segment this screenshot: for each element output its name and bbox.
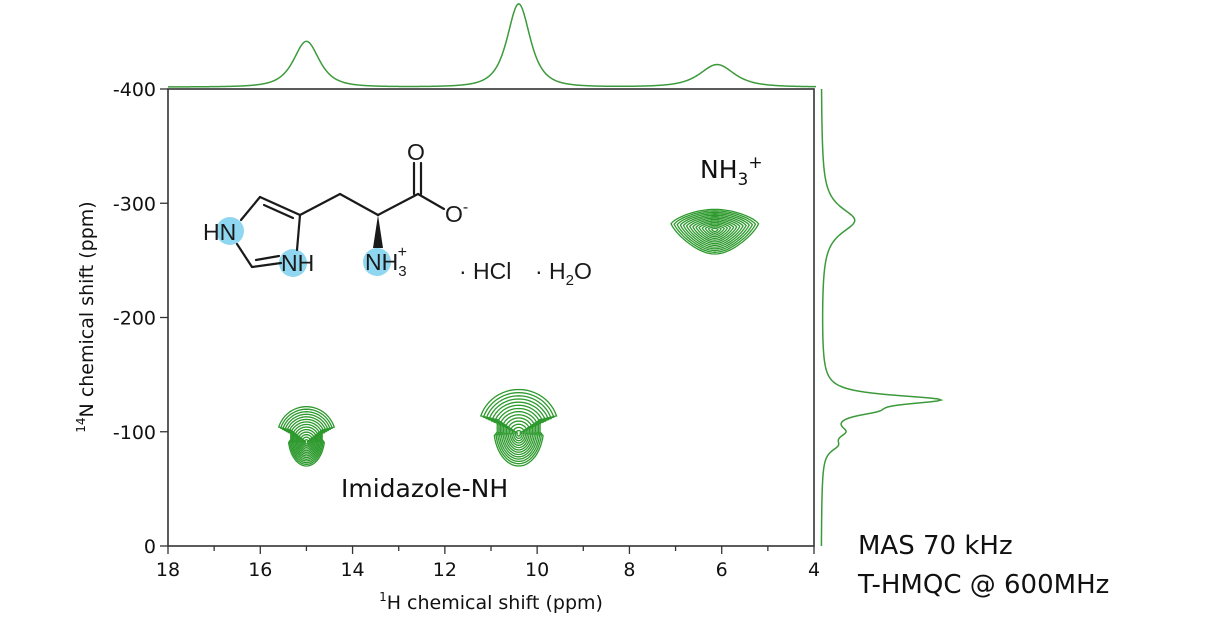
x-tick-label: 10 (525, 559, 549, 581)
bond (258, 195, 302, 217)
bond (298, 192, 342, 217)
y-tick-label: -300 (113, 193, 156, 215)
contour-level (488, 398, 550, 460)
contour-level (673, 210, 757, 253)
contour-level (710, 227, 719, 233)
contour-level (692, 218, 738, 243)
y-axis-label: 14N chemical shift (ppm) (74, 201, 98, 432)
atom-o-minus: O- (445, 199, 468, 227)
atom-nh3-plus: NH3+ (365, 244, 407, 280)
bond (254, 254, 281, 262)
contour-level (504, 417, 534, 446)
contour-level (704, 224, 726, 236)
contour-level (701, 223, 729, 238)
contour-level (485, 395, 552, 463)
contour-level (698, 221, 732, 240)
contour-level (676, 211, 754, 252)
contour-level (283, 413, 330, 462)
imidazole-annotation: Imidazole-NH (341, 474, 508, 503)
x-tick-label: 14 (340, 559, 364, 581)
nh3-annotation: NH3+ (700, 153, 763, 190)
contour-level (277, 405, 336, 467)
contour-level (303, 439, 310, 445)
contour-level (695, 220, 735, 241)
contour-level (287, 418, 326, 459)
contour-level (493, 404, 544, 456)
x-tick-label: 6 (716, 559, 728, 581)
contour-level (685, 216, 744, 247)
y-tick-label: -400 (113, 79, 156, 101)
contour-level (279, 408, 334, 465)
contour-level (509, 423, 528, 442)
histidine-structure: HN NH O O- NH3+ · HCl · H2O (203, 139, 592, 289)
atom-ring-nh: NH (281, 250, 314, 276)
atom-o: O (407, 139, 425, 165)
nitrogen-highlight-3 (363, 248, 391, 276)
1h-projection-spectrum (168, 3, 817, 88)
bond (235, 242, 254, 269)
wedge-bond (373, 215, 383, 248)
nitrogen-highlight-1 (216, 217, 244, 245)
contour-level (498, 410, 539, 451)
contour-level (295, 428, 318, 452)
y-tick-label: -100 (113, 422, 156, 444)
bonds (235, 161, 446, 269)
contour-level (688, 217, 741, 245)
contour-level (289, 421, 324, 457)
contour-level (285, 416, 328, 460)
x-axis: 18 16 14 12 10 8 6 4 (156, 546, 820, 581)
mas-condition: MAS 70 kHz (858, 531, 1013, 561)
x-axis-label: 1H chemical shift (ppm) (379, 590, 603, 614)
x-tick-label: 8 (623, 559, 635, 581)
contour-level (291, 423, 322, 455)
imidazole-peak-2 (479, 388, 558, 467)
contour-level (670, 208, 760, 255)
contour-level (490, 401, 547, 458)
y-tick-label: -200 (113, 308, 156, 330)
contour-level (501, 414, 536, 449)
y-axis: -400 -300 -200 -100 0 (113, 79, 168, 558)
contour-level (682, 214, 747, 248)
water-label: · H2O (535, 258, 592, 289)
contour-level (707, 226, 722, 234)
contour-level (293, 426, 320, 454)
contour-level (515, 429, 523, 437)
contour-peaks (277, 208, 760, 467)
imidazole-peak-1 (277, 405, 336, 467)
nitrogen-highlight-2 (279, 249, 307, 277)
bond (295, 213, 302, 252)
contour-level (281, 411, 332, 464)
atom-hn: HN (203, 219, 236, 245)
bond (239, 195, 262, 222)
nh3-peak (670, 208, 760, 255)
hmqc-condition: T-HMQC @ 600MHz (857, 570, 1109, 600)
bond (338, 192, 380, 217)
contour-level (482, 391, 555, 465)
x-tick-label: 4 (808, 559, 820, 581)
14n-projection-spectrum (820, 88, 944, 547)
hcl-label: · HCl (459, 258, 511, 284)
bond (250, 261, 283, 269)
x-tick-label: 16 (248, 559, 272, 581)
contour-level (679, 213, 750, 250)
contour-level (479, 388, 558, 467)
bond (416, 192, 446, 211)
bond (262, 203, 295, 220)
x-tick-label: 18 (156, 559, 180, 581)
contour-level (507, 420, 531, 444)
x-tick-label: 12 (433, 559, 457, 581)
bond (376, 192, 420, 217)
contour-level (496, 407, 542, 453)
y-tick-label: 0 (144, 536, 156, 558)
